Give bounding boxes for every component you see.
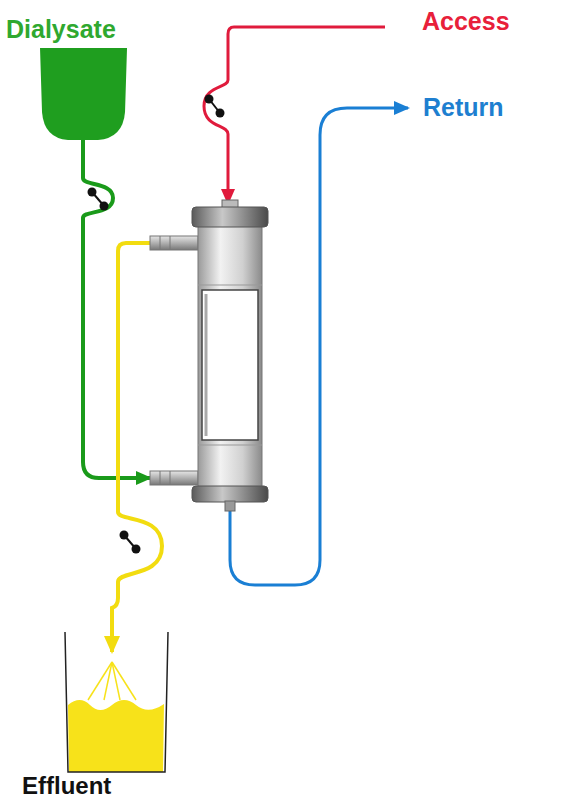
return-label: Return	[423, 92, 504, 122]
effluent-pump	[120, 531, 141, 554]
access-label: Access	[422, 6, 510, 36]
access-tube	[204, 27, 385, 203]
effluent-label: Effluent	[22, 772, 111, 801]
blood-pump	[205, 95, 225, 118]
effluent-container	[65, 632, 168, 772]
hemofilter	[150, 200, 268, 511]
dialysate-label: Dialysate	[6, 14, 116, 44]
effluent-tube	[112, 243, 162, 652]
dialysate-pump	[88, 188, 109, 211]
dialysate-bag	[40, 48, 127, 140]
